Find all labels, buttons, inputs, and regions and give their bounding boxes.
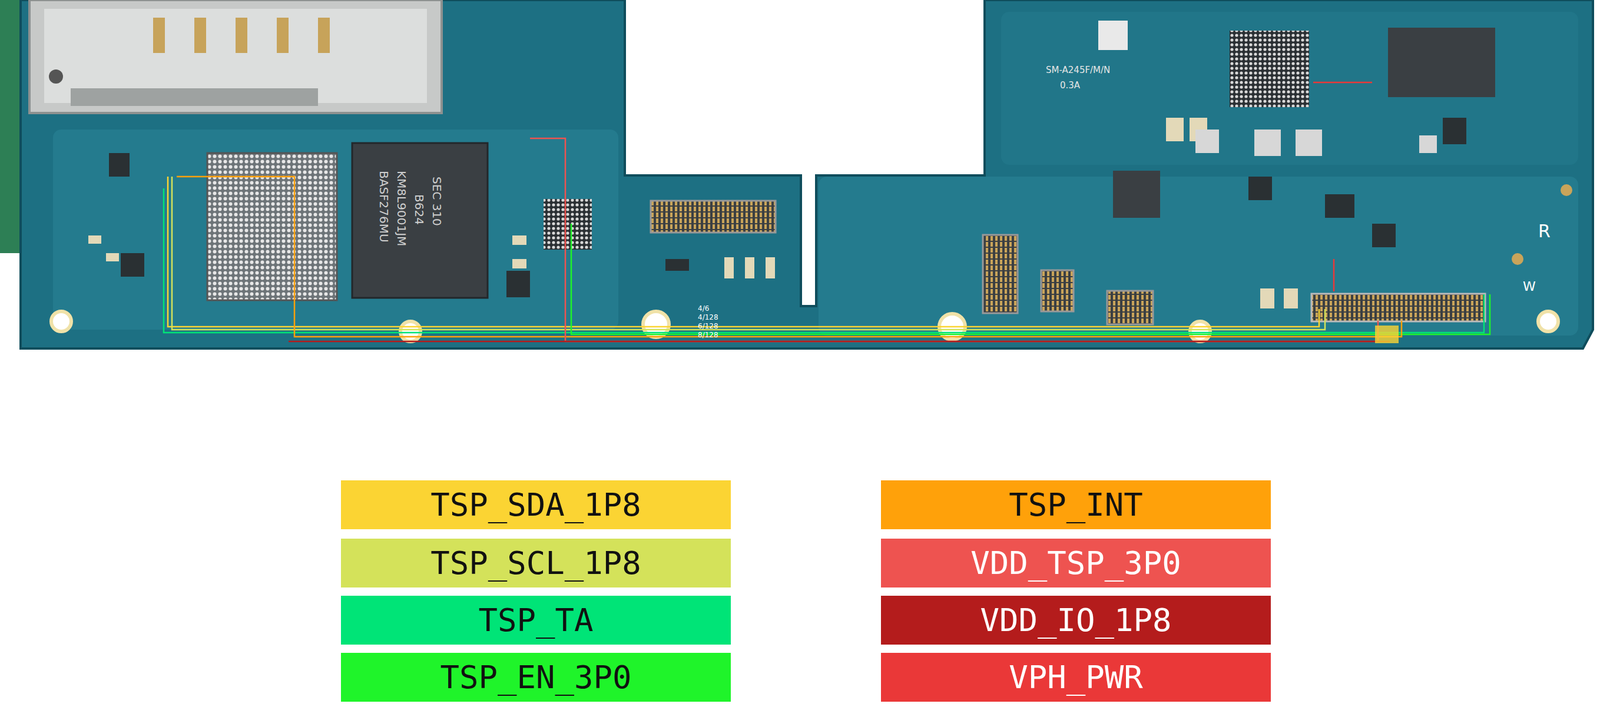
legend-swatch: TSP_SCL_1P8 [340,538,731,588]
legend-swatch: TSP_TA [340,595,731,645]
legend-text: TSP_SCL_1P8 [430,544,642,582]
pcb-illustration [0,0,1600,366]
legend-text: TSP_EN_3P0 [439,658,632,697]
legend-text: VDD_IO_1P8 [979,601,1172,639]
board-marking: KM8L9001JM [395,170,408,247]
legend-text: VDD_TSP_3P0 [970,544,1182,582]
board-marking: 8/128 [697,331,719,339]
board-marking: R [1538,222,1551,241]
board-marking: 4/128 [697,313,719,321]
legend-text: TSP_INT [1008,486,1144,524]
legend-swatch: TSP_EN_3P0 [340,653,731,702]
legend-swatch: VPH_PWR [880,653,1271,702]
board-marking: SEC 310 [431,176,443,227]
board-marking: 6/128 [697,322,719,330]
board-marking: 4/6 [697,305,710,313]
board-marking: W [1522,280,1536,294]
board-marking: BASF276MU [378,170,390,243]
legend-text: TSP_SDA_1P8 [430,486,642,524]
legend-swatch: VDD_IO_1P8 [880,595,1271,645]
legend-swatch: VDD_TSP_3P0 [880,538,1271,588]
board-marking: SM-A245F/M/N [1045,65,1111,75]
board-marking: 0.3A [1059,81,1081,91]
legend-text: VPH_PWR [1008,658,1144,697]
board-marking: B624 [413,194,426,225]
legend-swatch: TSP_INT [880,480,1271,530]
legend-text: TSP_TA [478,601,594,639]
legend-swatch: TSP_SDA_1P8 [340,480,731,530]
